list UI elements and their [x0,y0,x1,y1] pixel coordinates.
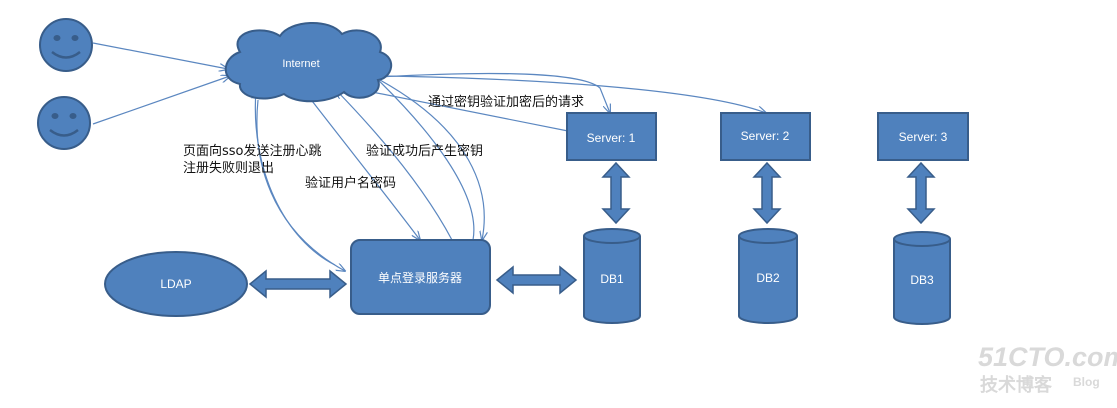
server3-db3-double-arrow [906,161,936,225]
sso-to-internet-return-arrow [372,74,475,241]
verify-success-label: 验证成功后产生密钥 [366,143,483,159]
internet-to-server1-arrow [377,72,610,113]
db2-cylinder: DB2 [738,228,798,324]
server-1-box: Server: 1 [566,112,657,161]
server1-db1-double-arrow [601,161,631,225]
internet-to-server2-arrow [379,75,766,113]
server-3-label: Server: 3 [899,130,948,144]
user1-to-internet-arrow [92,42,228,69]
internet-to-sso-request-arrow [379,79,484,240]
server1-to-internet-arrow [352,88,569,132]
db3-label: DB3 [910,273,934,287]
sso-server-label: 单点登录服务器 [378,270,462,285]
heartbeat-label-line1: 页面向sso发送注册心跳 [183,143,322,159]
ldap-to-internet-heartbeat-arrow [255,90,336,266]
db1-cylinder: DB1 [583,228,641,324]
ldap-sso-double-arrow [248,269,348,299]
heartbeat-label-line2: 注册失败则退出 [183,161,274,176]
watermark-tagline: 技术博客 [980,374,1053,396]
user-icon [37,96,91,150]
watermark-site: 51CTO.com [978,342,1117,372]
verify-credentials-label: 验证用户名密码 [305,175,396,191]
sso-db1-double-arrow [495,265,578,295]
server-2-box: Server: 2 [720,112,811,161]
db1-label: DB1 [600,272,624,286]
user2-to-internet-arrow [92,76,230,125]
internet-label: Internet [282,58,319,70]
server2-db2-double-arrow [752,161,782,225]
sso-server-box: 单点登录服务器 [350,239,491,315]
server-2-label: Server: 2 [741,129,790,143]
ldap-label: LDAP [160,277,191,291]
internet-cloud: Internet [224,21,392,103]
server-3-box: Server: 3 [877,112,969,161]
server-1-label: Server: 1 [587,131,636,145]
db3-cylinder: DB3 [893,231,951,325]
internet-to-sso-credentials-arrow [308,96,420,240]
ldap-node: LDAP [104,251,248,317]
db2-label: DB2 [756,271,780,285]
watermark-blog: Blog [1073,375,1100,389]
verified-request-label: 通过密钥验证加密后的请求 [428,94,584,110]
sso-to-internet-key-arrow [336,90,453,241]
internet-to-ldap-heartbeat-arrow [256,99,345,271]
watermark: 51CTO.com 技术博客 Blog [978,342,1117,396]
connectors [92,42,766,271]
user-icon [39,18,93,72]
